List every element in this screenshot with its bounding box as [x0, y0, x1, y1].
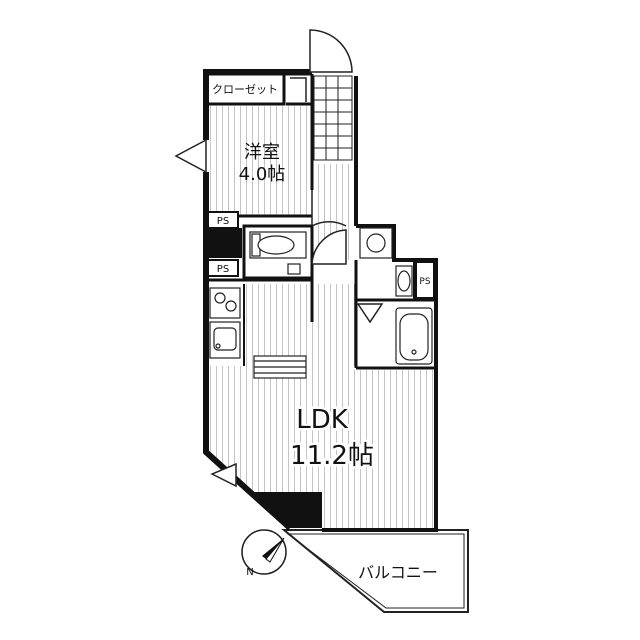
- ldk-name: LDK: [296, 405, 349, 435]
- toilet-room-wall: [242, 224, 314, 280]
- western-room-floor: [208, 106, 310, 216]
- toilet: [249, 231, 307, 275]
- outer-wall-west: [203, 69, 312, 140]
- pipe-space-block: [206, 228, 242, 258]
- closet-door: [290, 77, 307, 102]
- pipe-space-label-bath: PS: [419, 277, 430, 287]
- pipe-space-upper: [207, 211, 239, 229]
- compass-north-label: N: [246, 567, 253, 578]
- walls: [203, 69, 438, 532]
- floor-fills: [208, 106, 436, 528]
- ldk-door: [311, 229, 347, 265]
- kitchen-appliances: [209, 287, 307, 379]
- washroom-door: [356, 303, 384, 324]
- pipe-space-label-upper: PS: [217, 216, 229, 227]
- ldk-size: 11.2帖: [290, 441, 374, 471]
- entrance-stairs: [313, 75, 353, 161]
- west-window-door: [174, 138, 207, 174]
- corner-door: [210, 462, 237, 488]
- corner-column: [250, 492, 322, 528]
- balcony-label: バルコニー: [358, 563, 438, 582]
- closet-wall: [204, 72, 286, 106]
- pipe-space-label-lower: PS: [217, 264, 229, 275]
- dark-fixtures: [206, 228, 322, 528]
- pipe-spaces: [207, 211, 435, 299]
- western-room-door: [311, 190, 347, 227]
- western-room-size: 4.0帖: [239, 164, 286, 185]
- pipe-space-bath: [415, 261, 435, 299]
- entrance-door: [309, 29, 353, 73]
- pipe-space-lower: [207, 259, 239, 277]
- kitchen-floor: [244, 284, 356, 366]
- compass-icon: N: [241, 529, 287, 578]
- closet-label: クローゼット: [212, 83, 278, 96]
- washroom-fixtures: [359, 227, 433, 365]
- ldk-floor: [210, 366, 436, 528]
- doors: [174, 29, 384, 488]
- western-room-name: 洋室: [244, 142, 280, 163]
